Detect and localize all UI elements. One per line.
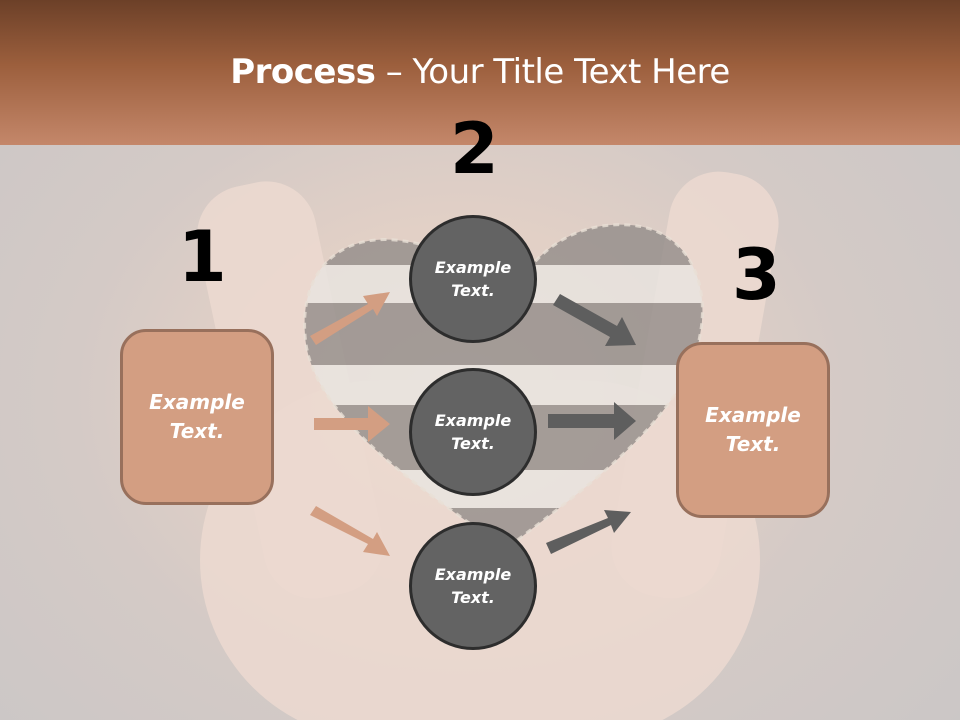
arrow-in-right-icon — [314, 406, 390, 442]
arrow-out-up-icon — [546, 510, 631, 554]
arrow-out-down-icon — [553, 294, 636, 346]
title-bar: Process – Your Title Text Here — [0, 0, 960, 145]
step-number-2: 2 — [450, 108, 499, 190]
title-rest: – Your Title Text Here — [375, 52, 731, 92]
circle-middle-text-line1: Example — [434, 411, 512, 430]
circle-top-text-line2: Text. — [451, 281, 495, 300]
step-2-circle-middle[interactable]: Example Text. — [409, 368, 537, 496]
step-number-3: 3 — [732, 234, 781, 316]
arrow-in-down-icon — [310, 506, 390, 556]
step-1-text-line2: Text. — [169, 419, 225, 443]
step-number-1: 1 — [178, 216, 227, 298]
step-3-box[interactable]: Example Text. — [676, 342, 830, 518]
step-3-text-line2: Text. — [725, 432, 781, 456]
arrow-out-right-icon — [548, 402, 636, 440]
step-1-box[interactable]: Example Text. — [120, 329, 274, 505]
title-bold: Process — [230, 52, 376, 92]
circle-middle-text-line2: Text. — [451, 434, 495, 453]
step-3-text-line1: Example — [705, 403, 801, 427]
step-2-circle-top[interactable]: Example Text. — [409, 215, 537, 343]
step-2-circle-bottom[interactable]: Example Text. — [409, 522, 537, 650]
circle-top-text-line1: Example — [434, 258, 512, 277]
arrow-in-up-icon — [310, 292, 390, 345]
circle-bottom-text-line2: Text. — [451, 588, 495, 607]
circle-bottom-text-line1: Example — [434, 565, 512, 584]
slide-title: Process – Your Title Text Here — [0, 52, 960, 92]
step-1-text-line1: Example — [149, 390, 245, 414]
